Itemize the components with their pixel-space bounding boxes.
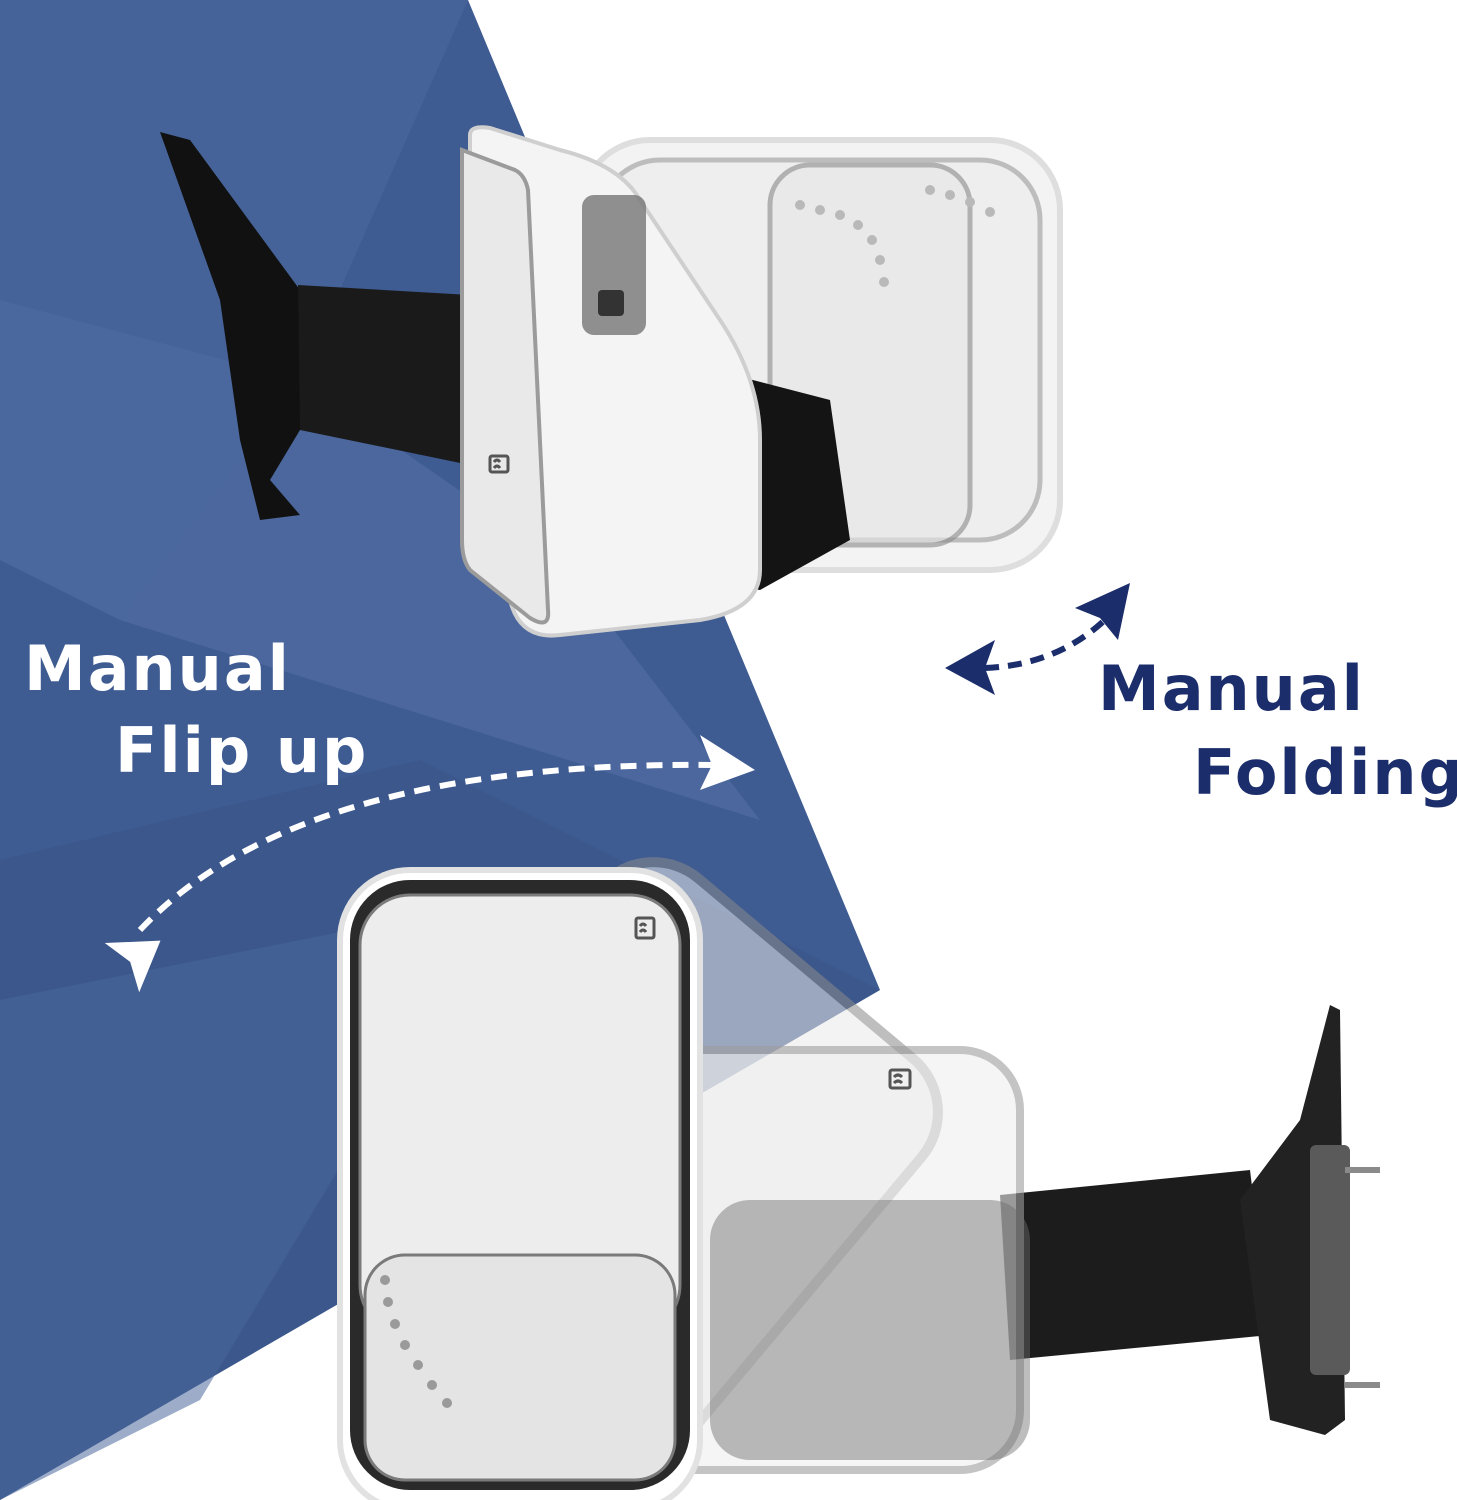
mount-base: [160, 132, 300, 520]
blue-facet-1: [0, 0, 468, 380]
mirror-glass: [460, 147, 551, 625]
lower-glass: [363, 1253, 677, 1482]
blue-facet-2: [0, 300, 300, 620]
turn-signal-leds: [380, 1275, 452, 1408]
heated-mirror-icon: [488, 454, 510, 474]
folding-label-line2: Folding: [1193, 736, 1457, 809]
mount-arm: [298, 285, 470, 465]
ghost-turn-signal-leds: [795, 185, 995, 287]
mount-plate: [1310, 1145, 1350, 1375]
flip-up-label-line2: Flip up: [115, 714, 369, 787]
heated-mirror-icon: [888, 1068, 912, 1090]
bottom-mount-arm: [1000, 1170, 1270, 1360]
ghost-glass-shadow: [710, 1200, 1030, 1460]
blue-facet-3: [120, 380, 760, 820]
clearance-light-lens: [598, 290, 624, 316]
flip-up-label-line1: Manual: [24, 632, 291, 705]
folding-label-line1: Manual: [1098, 652, 1365, 725]
